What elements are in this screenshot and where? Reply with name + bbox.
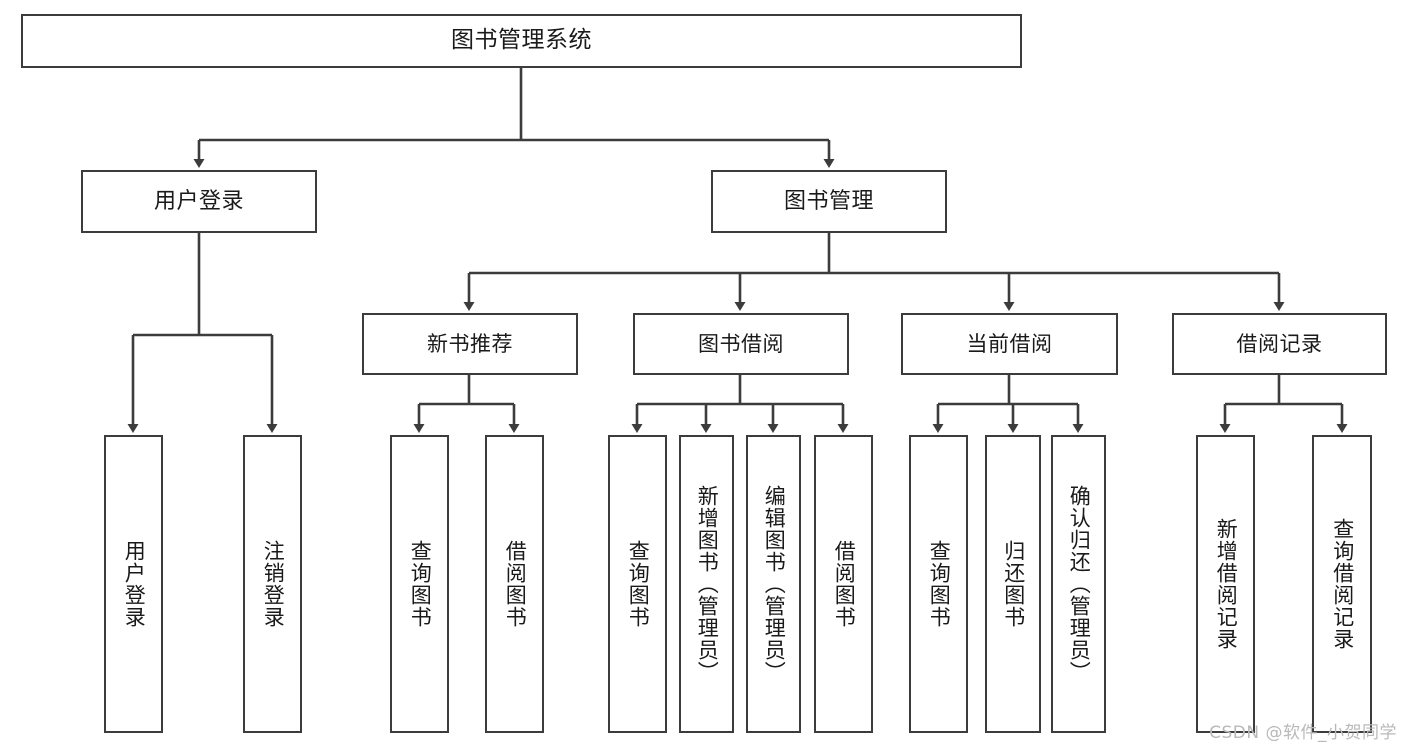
leaf-confirm-return-admin-label: 确认归还（管理员）	[1067, 485, 1092, 683]
node-book-borrow-label: 图书借阅	[698, 331, 784, 356]
node-current-borrow-label: 当前借阅	[966, 331, 1053, 356]
node-borrow-record-label: 借阅记录	[1236, 331, 1323, 356]
leaf-edit-book-admin[interactable]: 编辑图书（管理员）	[746, 435, 801, 733]
leaf-add-book-admin[interactable]: 新增图书（管理员）	[679, 435, 734, 733]
leaf-search-book-new-label: 查询图书	[408, 540, 433, 628]
leaf-search-book-new[interactable]: 查询图书	[390, 435, 449, 733]
node-user-login-label: 用户登录	[153, 188, 244, 214]
leaf-user-login-label: 用户登录	[122, 540, 147, 628]
leaf-add-borrow-record-label: 新增借阅记录	[1214, 518, 1239, 650]
leaf-logout[interactable]: 注销登录	[243, 435, 302, 733]
node-book-management-label: 图书管理	[783, 188, 874, 214]
node-borrow-record[interactable]: 借阅记录	[1172, 313, 1387, 375]
leaf-borrow-book-label: 借阅图书	[832, 540, 857, 628]
csdn-watermark: CSDN @软件_小贺同学	[1209, 723, 1397, 743]
leaf-search-borrow-record-label: 查询借阅记录	[1330, 518, 1355, 650]
leaf-confirm-return-admin[interactable]: 确认归还（管理员）	[1051, 435, 1106, 733]
leaf-borrow-book-new[interactable]: 借阅图书	[485, 435, 544, 733]
node-root[interactable]: 图书管理系统	[21, 14, 1022, 68]
node-book-management[interactable]: 图书管理	[711, 170, 947, 233]
leaf-search-book-borrow-label: 查询图书	[626, 540, 651, 628]
connectors	[127, 68, 1348, 433]
node-user-login[interactable]: 用户登录	[81, 170, 317, 233]
leaf-borrow-book-new-label: 借阅图书	[503, 540, 528, 628]
leaf-search-book-current-label: 查询图书	[927, 540, 952, 628]
node-book-borrow[interactable]: 图书借阅	[633, 313, 849, 375]
node-current-borrow[interactable]: 当前借阅	[901, 313, 1118, 375]
leaf-add-book-admin-label: 新增图书（管理员）	[695, 485, 720, 683]
leaf-search-book-borrow[interactable]: 查询图书	[608, 435, 667, 733]
leaf-edit-book-admin-label: 编辑图书（管理员）	[762, 485, 787, 683]
leaf-user-login[interactable]: 用户登录	[104, 435, 163, 733]
node-new-book-recommend[interactable]: 新书推荐	[362, 313, 578, 375]
leaf-borrow-book[interactable]: 借阅图书	[814, 435, 873, 733]
leaf-search-borrow-record[interactable]: 查询借阅记录	[1312, 435, 1372, 733]
leaf-logout-label: 注销登录	[261, 540, 286, 628]
leaf-search-book-current[interactable]: 查询图书	[909, 435, 968, 733]
leaf-return-book-label: 归还图书	[1001, 540, 1026, 628]
node-new-book-recommend-label: 新书推荐	[427, 331, 513, 356]
leaf-return-book[interactable]: 归还图书	[985, 435, 1041, 733]
node-root-label: 图书管理系统	[451, 27, 592, 54]
leaf-add-borrow-record[interactable]: 新增借阅记录	[1196, 435, 1255, 733]
